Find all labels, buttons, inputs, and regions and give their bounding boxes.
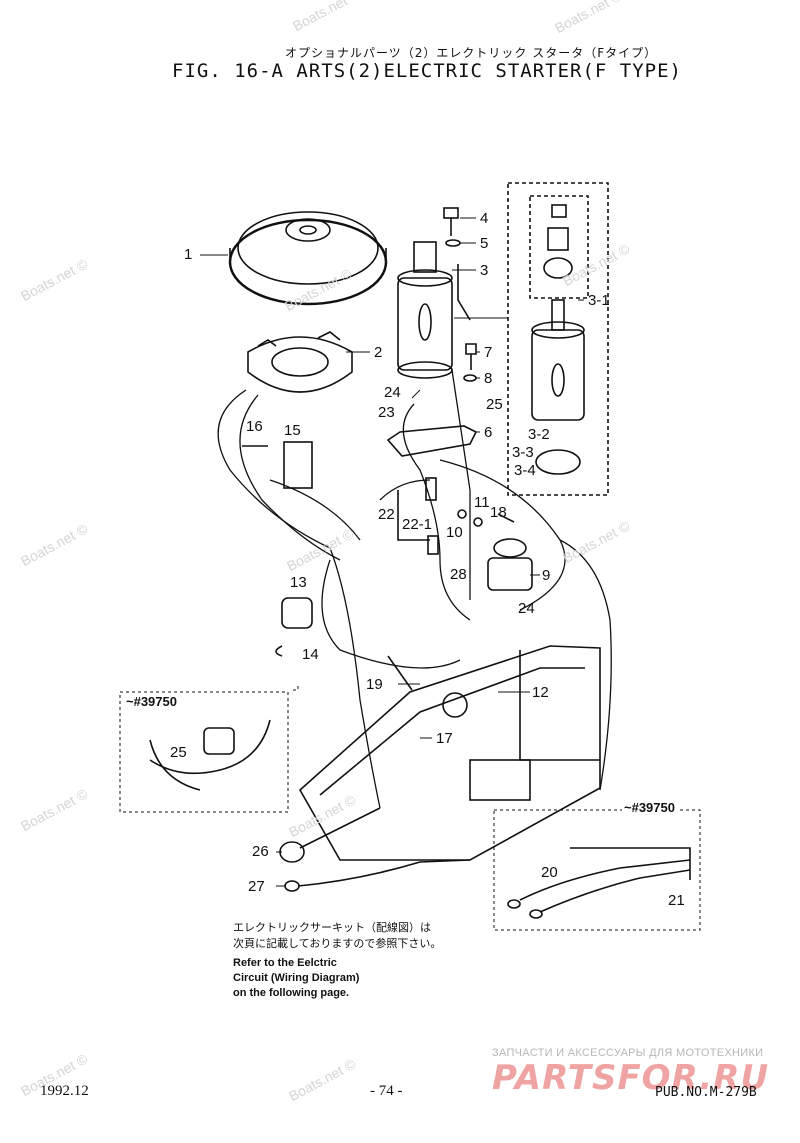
boot-part-18: [497, 513, 515, 523]
callout-4: 4: [480, 210, 489, 227]
callout-15: 15: [284, 422, 301, 439]
wiring-note-japanese: エレクトリックサーキット（配線図）は 次頁に記載しておりますので参照下さい。: [233, 920, 441, 952]
footer-page-number: - 74 -: [370, 1083, 403, 1099]
callout-27: 27: [248, 878, 265, 895]
inset-cable-part: [507, 847, 691, 919]
cable-part-22: [397, 490, 430, 541]
rectifier-part: [283, 441, 313, 489]
figure-title-japanese: オプショナルパーツ（2）エレクトリック スタータ（Fタイプ）: [285, 46, 658, 60]
figure-title: FIG. 16-A ARTS(2)ELECTRIC STARTER(F TYPE…: [172, 60, 682, 82]
callout-16: 16: [246, 418, 263, 435]
callout-3-4: 3-4: [514, 462, 536, 479]
serial-note-right: ~#39750: [622, 800, 677, 815]
callout-13: 13: [290, 574, 307, 591]
callout-10: 10: [446, 524, 463, 541]
callout-3-1: 3-1: [588, 292, 610, 309]
callout-25-inset: 25: [170, 744, 187, 761]
main-switch-part: [281, 597, 313, 629]
shop-tagline: ЗАПЧАСТИ И АКСЕССУАРЫ ДЛЯ МОТОТЕХНИКИ: [492, 1047, 764, 1059]
terminal-part-22-1: [425, 477, 437, 501]
callout-3: 3: [480, 262, 489, 279]
callout-14: 14: [302, 646, 319, 663]
clip-part-14: [275, 645, 283, 657]
callout-7: 7: [484, 344, 493, 361]
callout-25-upper: 25: [486, 396, 503, 413]
callout-17: 17: [436, 730, 453, 747]
callout-2: 2: [374, 344, 383, 361]
starter-relay-part: [487, 557, 533, 591]
callout-1: 1: [184, 246, 193, 263]
nut-part-10: [457, 509, 467, 519]
callout-3-3: 3-3: [512, 444, 534, 461]
callout-21: 21: [668, 892, 685, 909]
bolt-washer-part: [443, 207, 471, 321]
callout-26: 26: [252, 843, 269, 860]
shop-logo: PARTSFOR.RU: [492, 1058, 770, 1098]
footer-publication-number: PUB.NO.M-279B: [655, 1085, 757, 1100]
starter-exploded-part: [531, 204, 585, 475]
callout-8: 8: [484, 370, 493, 387]
leader-lines: [200, 217, 584, 887]
starter-motor-part: [397, 241, 453, 379]
callout-11: 11: [474, 494, 490, 511]
wiring-note-jp-line1: エレクトリックサーキット（配線図）は: [233, 921, 431, 934]
callout-6: 6: [484, 424, 493, 441]
bolt-part-7: [465, 343, 477, 370]
stator-base-part: [247, 331, 353, 393]
wiring-note-line3: on the following page.: [233, 987, 350, 999]
callout-3-2: 3-2: [528, 426, 550, 443]
flywheel-part: [228, 211, 388, 306]
band-part-19: [387, 655, 413, 691]
switch-part-26: [279, 841, 305, 863]
callout-22: 22: [378, 506, 395, 523]
battery-cable-part-27: [284, 880, 300, 892]
callout-24-upper: 24: [384, 384, 401, 401]
wiring-harness: [217, 369, 612, 809]
callout-9: 9: [542, 567, 551, 584]
wiring-note-line1: Refer to the Eelctric: [233, 957, 337, 969]
footer-date: 1992.12: [40, 1083, 89, 1099]
callout-20: 20: [541, 864, 558, 881]
callout-18: 18: [490, 504, 507, 521]
callout-24-lower: 24: [518, 600, 535, 617]
wiring-note-line2: Circuit (Wiring Diagram): [233, 972, 360, 984]
starter-detail-box: [507, 182, 609, 496]
engine-cover-part: [298, 645, 601, 861]
serial-range-boxes: [119, 686, 701, 931]
wiring-note-english: Refer to the Eelctric Circuit (Wiring Di…: [233, 956, 359, 1001]
callout-22-1: 22-1: [402, 516, 433, 533]
callout-5: 5: [480, 235, 489, 252]
callout-12: 12: [532, 684, 549, 701]
wiring-note-jp-line2: 次頁に記載しておりますので参照下さい。: [233, 937, 442, 950]
pinion-detail-box: [529, 195, 589, 299]
washer-part-8: [463, 374, 477, 382]
inset-relay-part: [149, 719, 271, 791]
washer-part-11: [473, 517, 483, 527]
serial-note-left: ~#39750: [126, 694, 177, 709]
callout-23: 23: [378, 404, 395, 421]
callout-28: 28: [450, 566, 467, 583]
callout-19: 19: [366, 676, 383, 693]
